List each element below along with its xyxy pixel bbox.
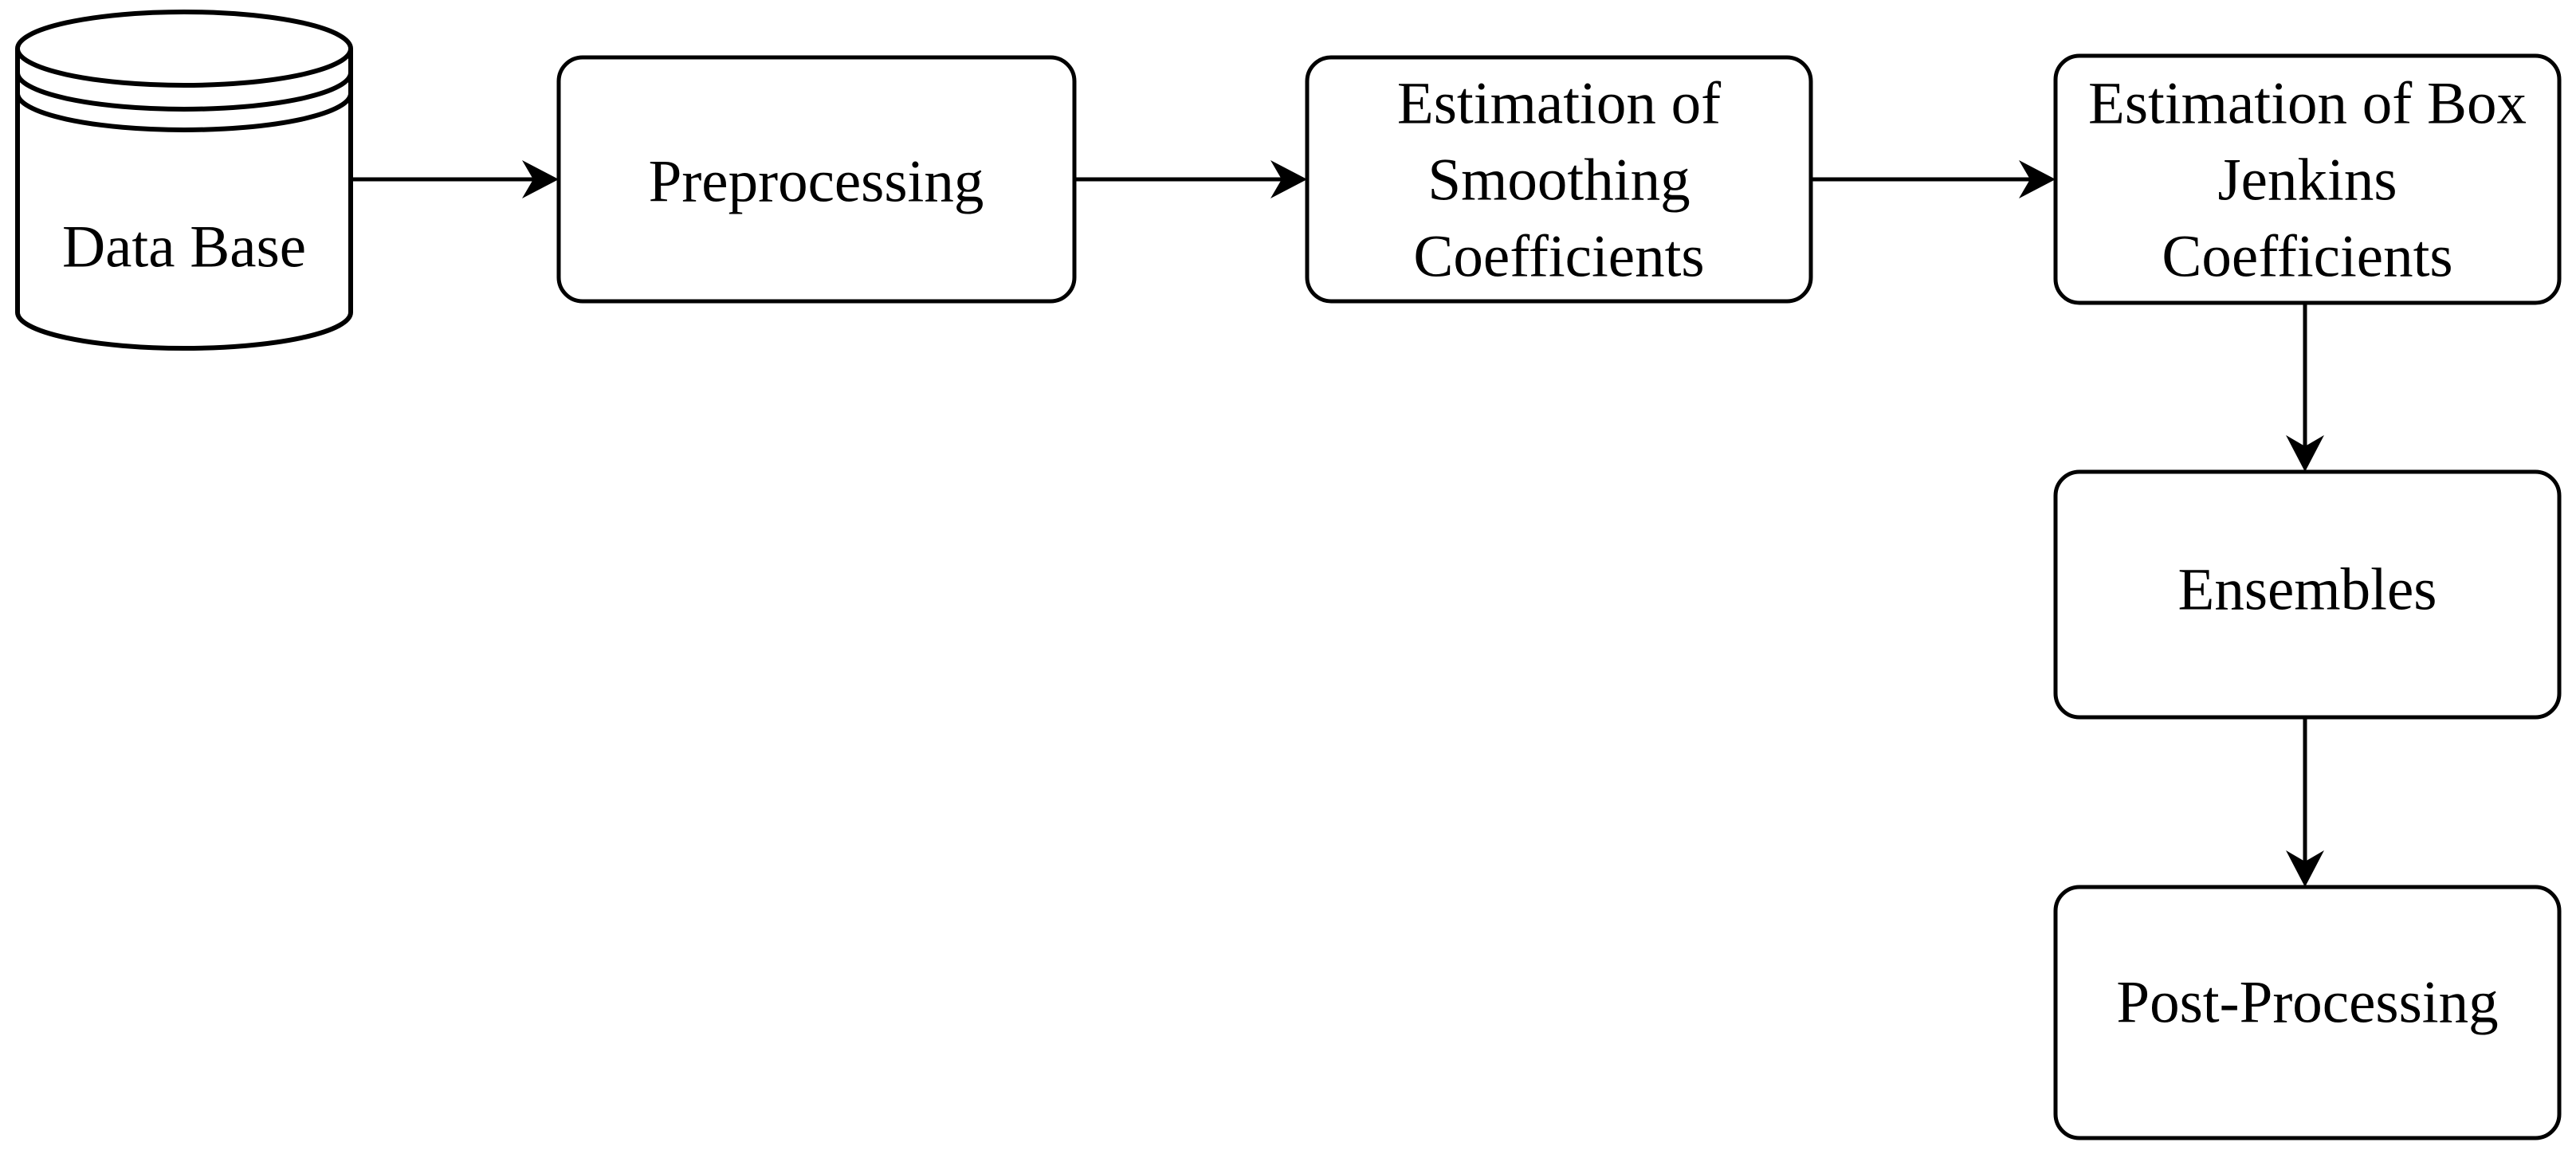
arrow-box-jenkins-to-ensembles xyxy=(2286,303,2324,472)
database-cylinder-body xyxy=(18,12,351,348)
smoothing-estimation-label-line3: Coefficients xyxy=(1413,224,1704,290)
arrow-smoothing-to-box-jenkins xyxy=(1811,160,2056,198)
arrowhead-down-icon xyxy=(2286,850,2324,887)
arrow-ensembles-to-post-processing xyxy=(2286,717,2324,887)
smoothing-estimation-label-line2: Smoothing xyxy=(1427,147,1690,214)
smoothing-estimation-label-line1: Estimation of xyxy=(1397,71,1721,137)
box-jenkins-estimation-box xyxy=(2053,53,2562,305)
arrowhead-right-icon xyxy=(522,160,559,198)
database-cylinder-disk-arc-2 xyxy=(15,92,353,132)
database-cylinder-disk-arc-1 xyxy=(15,72,353,112)
database-label: Data Base xyxy=(62,214,306,281)
arrow-database-to-preprocessing xyxy=(351,160,559,198)
database-cylinder-top-ellipse xyxy=(15,10,353,88)
post-processing-box xyxy=(2053,885,2562,1140)
box-jenkins-label-line2: Jenkins xyxy=(2218,147,2397,214)
ensembles-box xyxy=(2053,469,2562,720)
arrowhead-right-icon xyxy=(1270,160,1307,198)
ensembles-label: Ensembles xyxy=(2178,557,2437,623)
node-smoothing-estimation: Estimation of Smoothing Coefficients xyxy=(1305,55,1813,304)
node-database: Data Base xyxy=(15,10,353,351)
node-box-jenkins-estimation: Estimation of Box Jenkins Coefficients xyxy=(2053,53,2562,305)
node-post-processing: Post-Processing xyxy=(2053,885,2562,1140)
preprocessing-label: Preprocessing xyxy=(649,149,984,215)
arrowhead-right-icon xyxy=(2019,160,2056,198)
database-cylinder-bottom-arc xyxy=(15,312,353,351)
arrowhead-down-icon xyxy=(2286,435,2324,472)
box-jenkins-label-line1: Estimation of Box xyxy=(2088,71,2527,137)
arrow-preprocessing-to-smoothing xyxy=(1074,160,1307,198)
node-preprocessing: Preprocessing xyxy=(556,55,1077,304)
box-jenkins-label-line3: Coefficients xyxy=(2162,224,2452,290)
post-processing-label: Post-Processing xyxy=(2116,970,2498,1036)
node-ensembles: Ensembles xyxy=(2053,469,2562,720)
